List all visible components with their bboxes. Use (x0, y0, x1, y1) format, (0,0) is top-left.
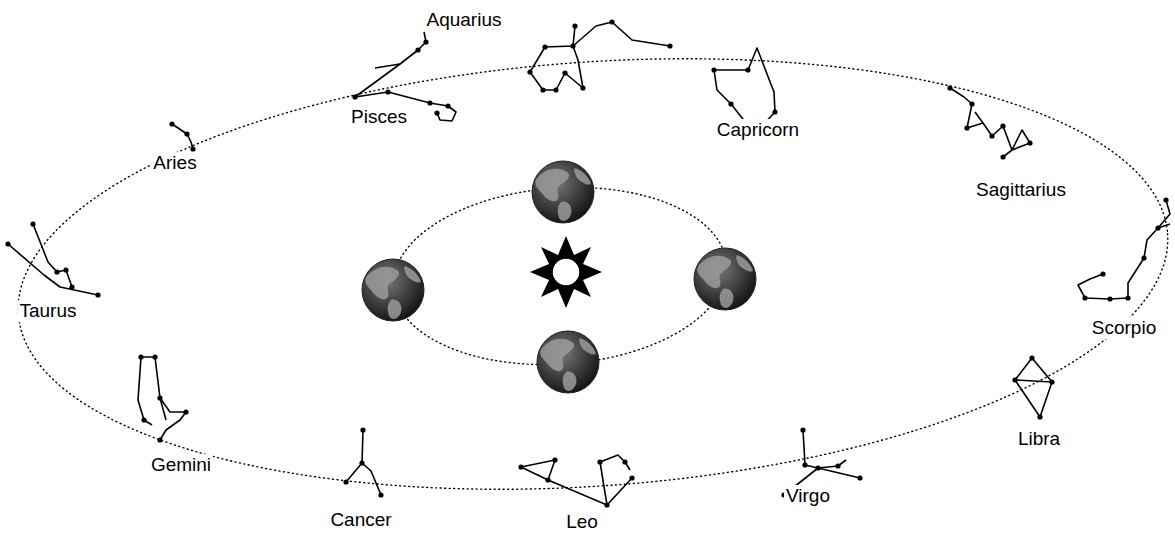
scorpio-figure (1078, 197, 1170, 301)
constellation-label: Aquarius (425, 9, 504, 31)
constellation-label: Taurus (17, 300, 78, 322)
constellation-label: Gemini (149, 454, 213, 476)
libra-figure (1012, 355, 1054, 419)
constellation-label: Cancer (328, 509, 393, 531)
aquarius-figure (527, 19, 672, 92)
constellation-label: Aries (151, 152, 198, 174)
earth-symbol (532, 161, 594, 223)
earth-symbol (362, 259, 424, 321)
sun-symbol (530, 236, 602, 308)
constellation-label: Scorpio (1090, 317, 1158, 339)
constellation-label: Capricorn (715, 119, 801, 141)
constellation-label: Leo (564, 511, 600, 533)
cancer-figure (343, 427, 383, 497)
earth-symbol (537, 331, 599, 393)
sagittarius-figure (947, 85, 1032, 159)
taurus-figure (5, 221, 100, 297)
constellation-label: Libra (1016, 428, 1062, 450)
earth-symbol (694, 248, 756, 310)
constellation-label: Virgo (784, 485, 832, 507)
aries-figure (169, 121, 195, 151)
gemini-figure (138, 354, 189, 442)
constellation-label: Pisces (349, 106, 409, 128)
leo-figure (518, 455, 634, 508)
constellation-label: Sagittarius (974, 179, 1068, 201)
zodiac-orbit (4, 22, 1175, 525)
